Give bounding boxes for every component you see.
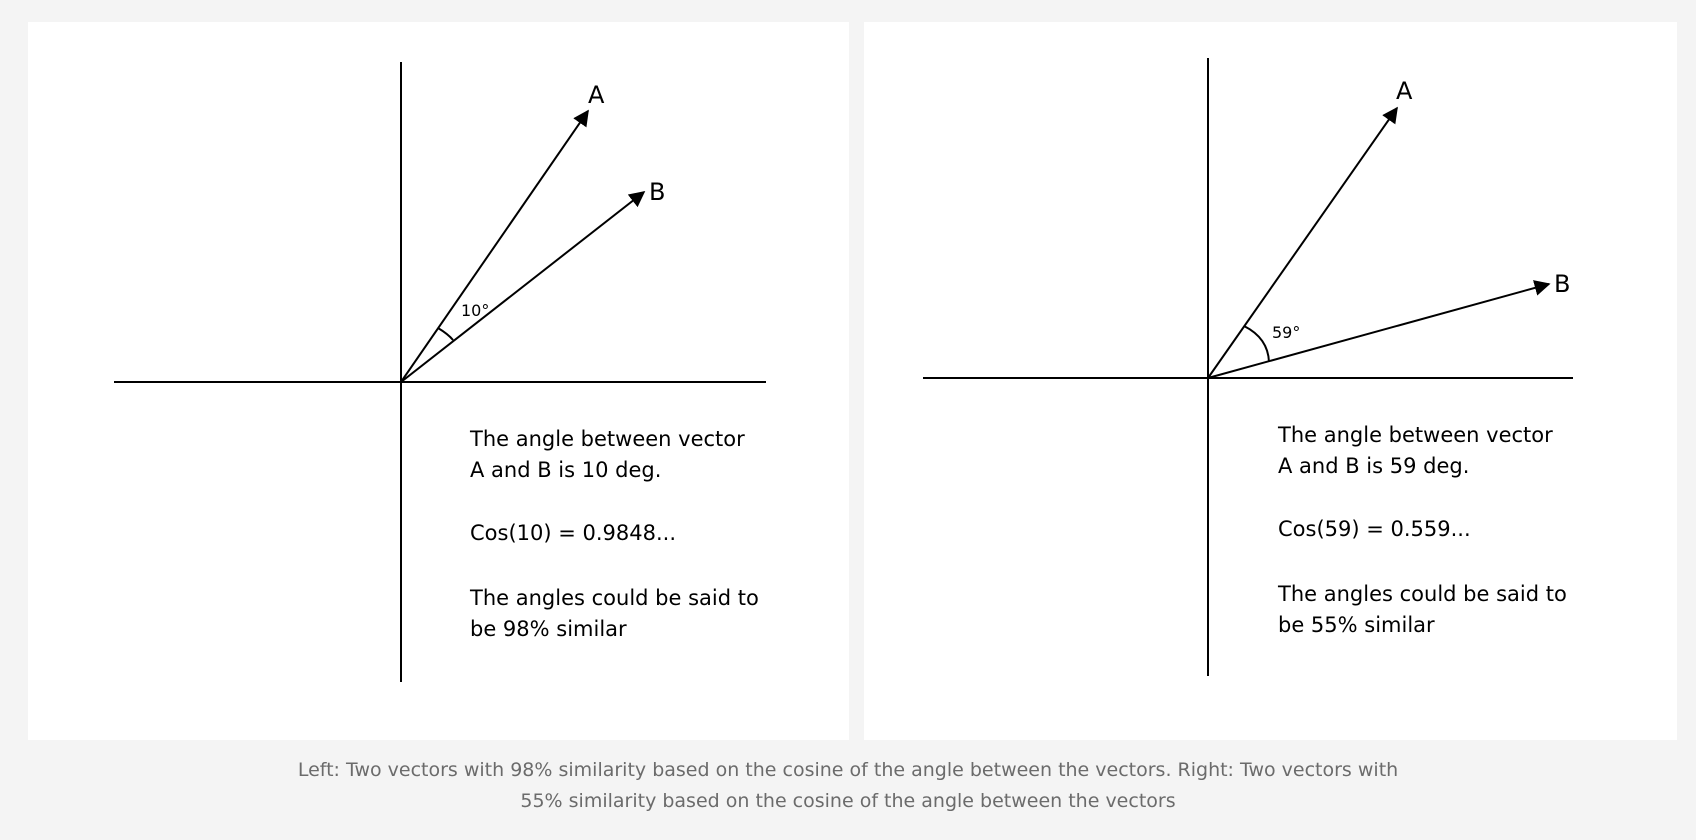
angle-label: 59°: [1272, 323, 1300, 342]
vector-a-arrow: [1207, 106, 1398, 379]
angle-description-line-1: The angle between vector: [1278, 423, 1553, 447]
right-diagram-panel: A B 59° The angle between vector A and B…: [864, 22, 1677, 740]
similarity-line-1: The angles could be said to: [1278, 582, 1567, 606]
left-vector-diagram: A B 10°: [114, 62, 766, 682]
vector-b-label: B: [1554, 270, 1570, 298]
angle-arc: [1243, 325, 1270, 363]
cosine-value: Cos(10) = 0.9848...: [470, 521, 677, 545]
caption-line-2: 55% similarity based on the cosine of th…: [520, 790, 1176, 812]
vector-a-label: A: [1396, 77, 1413, 105]
vector-a-arrow: [400, 109, 589, 383]
angle-description-line-2: A and B is 59 deg.: [1278, 454, 1470, 478]
angle-arc: [437, 327, 454, 341]
similarity-line-1: The angles could be said to: [470, 586, 759, 610]
cosine-value: Cos(59) = 0.559...: [1278, 517, 1471, 541]
right-vector-diagram: A B 59°: [923, 58, 1573, 676]
vector-b-arrow: [400, 191, 646, 383]
similarity-line-2: be 98% similar: [470, 617, 627, 641]
left-diagram-panel: A B 10° The angle between vector A and B…: [28, 22, 849, 740]
angle-description-line-2: A and B is 10 deg.: [470, 458, 662, 482]
figure-caption: Left: Two vectors with 98% similarity ba…: [0, 755, 1696, 817]
angle-label: 10°: [461, 301, 489, 320]
similarity-line-2: be 55% similar: [1278, 613, 1435, 637]
vector-b-arrow: [1207, 280, 1551, 379]
vector-b-label: B: [649, 178, 665, 206]
angle-description-line-1: The angle between vector: [470, 427, 745, 451]
caption-line-1: Left: Two vectors with 98% similarity ba…: [297, 759, 1399, 781]
vector-a-label: A: [588, 81, 605, 109]
